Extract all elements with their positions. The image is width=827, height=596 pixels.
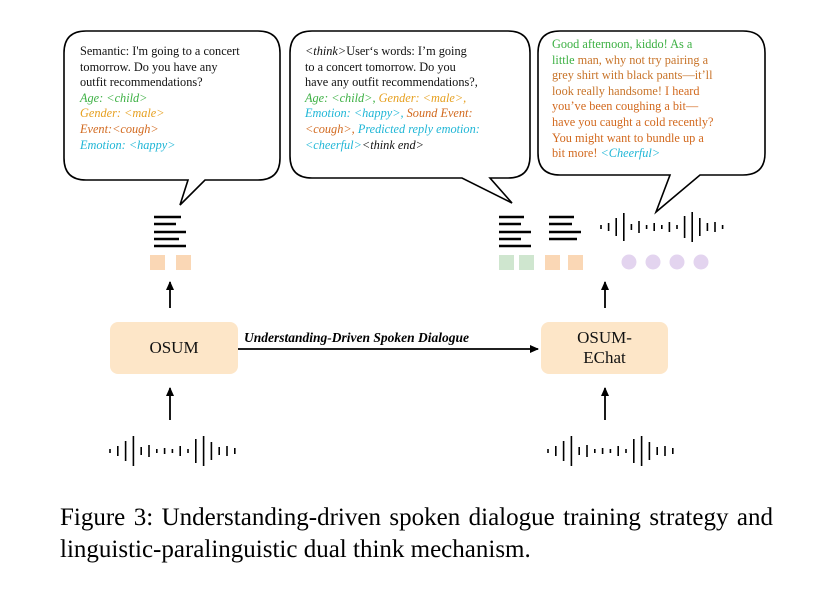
audio-waveform-icon (109, 436, 236, 466)
event-tag: Event:<cough> (80, 121, 159, 136)
speech-bubble-middle (289, 30, 531, 204)
reply-line: have you caught a cold recently? (552, 114, 714, 129)
osum-box: OSUM (110, 322, 238, 374)
think-line: have any outfit recommendations?, (305, 75, 478, 90)
sound-event-tag: <cough>, (305, 121, 355, 136)
token-circle (621, 254, 637, 270)
think-end-tag: <think end> (361, 137, 424, 152)
audio-waveform-icon (547, 436, 674, 466)
reply-line: grey shirt with black pants—it’ll (552, 68, 713, 83)
reply-line: look really handsome! (552, 83, 662, 98)
semantic-line: outfit recommendations? (80, 75, 203, 90)
think-line: to a concert tomorrow. Do you (305, 59, 456, 74)
speech-bubble-left (63, 30, 281, 206)
emotion-tag: Emotion: <happy> (80, 137, 176, 152)
speech-bubble-right (537, 30, 766, 215)
sound-event-label: Sound Event: (406, 106, 473, 121)
bubble-text-middle: <think>User‘s words: I’m going to a conc… (305, 44, 480, 153)
cheerful-tag: <cheerful> (305, 137, 362, 152)
semantic-line: tomorrow. Do you have any (80, 59, 218, 74)
token-square (150, 255, 165, 270)
token-square (176, 255, 191, 270)
text-lines-icon-right (549, 215, 581, 241)
token-square (568, 255, 583, 270)
reply-line: I heard (665, 83, 700, 98)
think-line: User‘s words: I’m going (346, 44, 467, 58)
flow-label: Understanding-Driven Spoken Dialogue (244, 330, 470, 345)
token-square (545, 255, 560, 270)
cheerful-tag: <Cheerful> (600, 146, 661, 161)
reply-line: Good afternoon, kiddo! As a (552, 37, 693, 51)
text-lines-icon-left (154, 215, 186, 248)
bubble-text-right: Good afternoon, kiddo! As a little man, … (552, 37, 714, 162)
bubble-text-left: Semantic: I'm going to a concert tomorro… (80, 44, 240, 153)
reply-line: little (552, 52, 575, 67)
gender-tag: Gender: <male> (80, 106, 165, 121)
age-tag: Age: <child>, (305, 90, 376, 105)
figure-caption: Figure 3: Understanding-driven spoken di… (60, 504, 773, 563)
age-tag: Age: <child> (80, 90, 148, 105)
reply-line: bit more! (552, 146, 598, 161)
token-circle (645, 254, 661, 270)
reply-line: you’ve been coughing a bit— (552, 99, 699, 114)
predicted-emotion-label: Predicted reply emotion: (357, 121, 480, 136)
token-square (499, 255, 514, 270)
reply-line: You might want to bundle up a (552, 130, 704, 145)
text-lines-icon-middle (499, 215, 531, 248)
osum-echat-label: EChat (583, 348, 626, 367)
osum-echat-label: OSUM- (577, 328, 632, 347)
osum-label: OSUM (149, 338, 199, 357)
reply-line: man, why not try pairing a (577, 52, 709, 67)
emotion-tag: Emotion: <happy>, (305, 106, 404, 121)
think-open-tag: <think> (305, 44, 347, 58)
semantic-line: Semantic: I'm going to a concert (80, 44, 240, 58)
token-square (519, 255, 534, 270)
gender-tag: Gender: <male>, (378, 90, 467, 105)
osum-echat-box: OSUM- EChat (541, 322, 668, 374)
token-circle (693, 254, 709, 270)
token-circle (669, 254, 685, 270)
audio-waveform-icon (600, 212, 724, 242)
